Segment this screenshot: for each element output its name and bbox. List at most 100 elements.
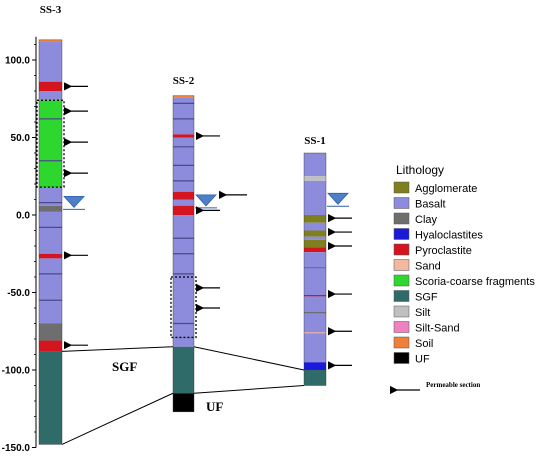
layer-basalt xyxy=(173,199,194,206)
legend-item-soil: Soil xyxy=(393,336,433,350)
water-table-icon xyxy=(327,192,349,205)
legend-swatch xyxy=(393,336,410,349)
layer-agglomerate xyxy=(304,230,326,237)
legend-item-uf: UF xyxy=(393,352,430,366)
well-name: SS-2 xyxy=(173,75,195,87)
correlation-line xyxy=(193,346,305,371)
legend-label: Pyroclastite xyxy=(415,245,472,257)
layer-pyroclastite xyxy=(173,134,194,138)
well-outline xyxy=(38,39,63,445)
well-name: SS-3 xyxy=(40,4,62,16)
layer-sgf xyxy=(39,351,62,445)
water-table-icon xyxy=(195,194,217,207)
legend-item-agglomerate: Agglomerate xyxy=(393,181,477,195)
legend-swatch xyxy=(393,228,410,240)
well-outline xyxy=(303,152,327,386)
legend-label: Sand xyxy=(415,261,441,273)
legend-label: UF xyxy=(415,354,430,366)
legend-label: Silt-Sand xyxy=(415,323,460,335)
well-name: SS-1 xyxy=(304,135,325,147)
layer-basalt xyxy=(173,97,194,135)
permeable-section-box xyxy=(36,99,65,188)
legend-item-basalt: Basalt xyxy=(393,197,446,211)
layer-clay xyxy=(39,205,62,212)
water-table-icon xyxy=(63,196,85,208)
legend-swatch xyxy=(393,274,410,287)
well-ss-3: SS-3 xyxy=(36,4,88,445)
legend-item-hyaloclastites: Hyaloclastites xyxy=(393,228,483,242)
y-tick-label: -150.0 xyxy=(2,443,31,454)
layer-basalt xyxy=(304,252,326,363)
correlation-lines xyxy=(61,346,305,445)
correlation-line xyxy=(61,346,174,352)
y-tick-label: 100.0 xyxy=(5,56,30,67)
y-tick-label: 50.0 xyxy=(11,133,31,144)
legend-swatch xyxy=(393,352,410,364)
permeable-legend: Permeable section xyxy=(389,381,480,395)
layer-sgf xyxy=(173,346,194,394)
legend-item-sgf: SGF xyxy=(393,290,438,304)
depth-axis: 100.0 50.0 0.0 -50.0 -100.0 -150.0 xyxy=(2,36,37,454)
legend-swatch xyxy=(393,321,410,333)
legend-swatch xyxy=(393,243,410,256)
layer-basalt xyxy=(304,180,326,215)
correlation-line xyxy=(61,392,174,445)
legend-label: Silt xyxy=(415,307,430,319)
legend-item-silt: Silt xyxy=(393,305,430,319)
well-ss-2: SS-2 xyxy=(170,75,247,413)
permeable-legend-label: Permeable section xyxy=(426,381,480,389)
legend: Lithology AgglomerateBasaltClayHyaloclas… xyxy=(389,163,535,395)
layer-pyroclastite xyxy=(39,253,62,259)
legend-swatch xyxy=(393,181,410,194)
layer-pyroclastite xyxy=(39,340,62,352)
layer-pyroclastite xyxy=(173,205,194,215)
wells: SS-3SS-2SS-1 xyxy=(36,4,352,445)
layer-basalt xyxy=(304,222,326,231)
legend-item-clay: Clay xyxy=(393,212,438,226)
sgf-unit-label: SGF xyxy=(112,359,137,374)
layer-soil xyxy=(173,95,194,98)
legend-swatch xyxy=(393,305,410,318)
legend-label: Soil xyxy=(415,338,433,350)
legend-label: SGF xyxy=(415,292,438,304)
legend-label: Hyaloclastites xyxy=(415,230,483,242)
well-ss-1: SS-1 xyxy=(303,135,352,386)
legend-title: Lithology xyxy=(396,163,444,177)
well-outline xyxy=(172,95,195,413)
layer-sgf xyxy=(304,370,326,386)
layer-basalt xyxy=(39,41,62,82)
y-tick-label: -100.0 xyxy=(2,366,31,377)
legend-swatch xyxy=(393,259,410,271)
legend-item-pyroclastite: Pyroclastite xyxy=(393,243,472,257)
legend-label: Basalt xyxy=(415,199,446,211)
layer-basalt xyxy=(39,258,62,324)
layer-soil xyxy=(39,39,62,42)
legend-swatch xyxy=(393,212,410,225)
legend-label: Scoria-coarse fragments xyxy=(415,276,535,288)
layer-basalt xyxy=(304,236,326,240)
layer-basalt xyxy=(39,91,62,101)
layer-basalt xyxy=(304,153,326,177)
legend-item-sand: Sand xyxy=(393,259,441,273)
layer-hyaloclastites xyxy=(304,362,326,370)
y-tick-label: 0.0 xyxy=(16,211,30,222)
uf-unit-label: UF xyxy=(206,399,223,414)
legend-label: Clay xyxy=(415,214,438,226)
correlation-line xyxy=(193,385,305,394)
layer-basalt xyxy=(173,137,194,192)
layer-scoria-coarse-fragments xyxy=(39,100,62,188)
layer-silt xyxy=(304,176,326,181)
legend-item-silt-sand: Silt-Sand xyxy=(393,321,460,335)
legend-swatch xyxy=(393,290,410,302)
layer-agglomerate xyxy=(304,239,326,248)
layer-agglomerate xyxy=(304,215,326,223)
layer-basalt xyxy=(39,211,62,254)
layer-pyroclastite xyxy=(304,247,326,253)
y-tick-label: -50.0 xyxy=(7,288,30,299)
legend-label: Agglomerate xyxy=(415,183,477,195)
layer-uf xyxy=(173,393,194,412)
legend-swatch xyxy=(393,197,410,209)
permeable-section-box xyxy=(170,276,197,339)
layer-pyroclastite xyxy=(173,191,194,200)
